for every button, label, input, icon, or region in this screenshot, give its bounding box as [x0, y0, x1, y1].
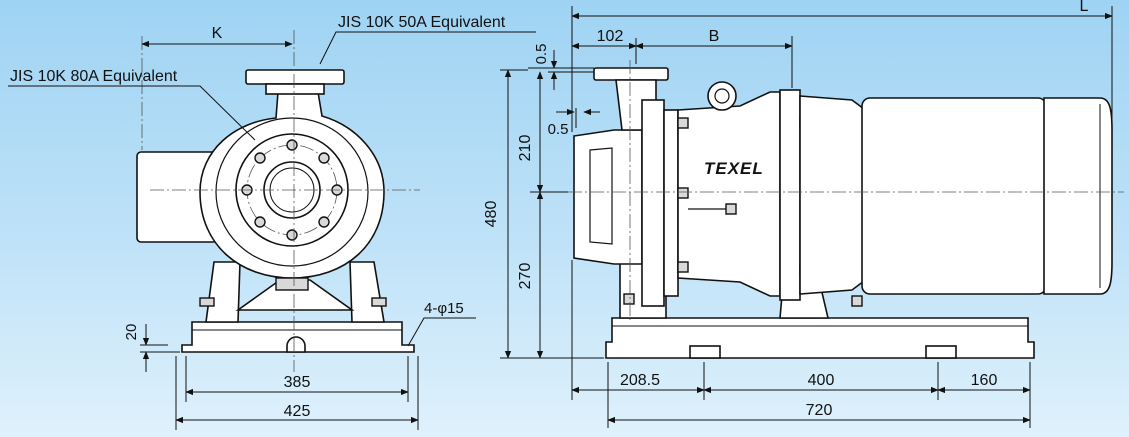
dim-base-height-label: 20 — [123, 324, 140, 341]
dim-bolt-holes-label: 4-φ15 — [424, 300, 464, 317]
discharge-flange-callout: JIS 10K 50A Equivalent — [338, 14, 506, 31]
dim-base-span-label: 400 — [808, 372, 835, 389]
side-view: TEXEL — [568, 60, 1124, 359]
side-view-dimensions: L 102 B 0.5 0.5 480 210 270 — [483, 0, 1113, 428]
side-base-plate — [605, 317, 1035, 359]
dim-rear-overhang-label: 160 — [971, 372, 998, 389]
front-discharge-flange — [245, 69, 345, 85]
dim-k-label: K — [212, 25, 223, 42]
suction-flange-callout: JIS 10K 80A Equivalent — [10, 68, 178, 85]
front-view-dimensions: K JIS 10K 50A Equivalent JIS 10K 80A Equ… — [8, 14, 536, 430]
side-discharge-flange — [593, 67, 669, 81]
dim-total-length-label: L — [1080, 0, 1089, 15]
front-left-leg — [205, 261, 241, 323]
dim-face-gap-label: 0.5 — [548, 121, 569, 138]
side-lifting-eye — [707, 81, 737, 111]
brand-mark: TEXEL — [704, 159, 764, 178]
dim-lower-height-label: 270 — [517, 263, 534, 290]
dim-flange-offset-label: 102 — [597, 28, 624, 45]
front-right-leg — [349, 261, 385, 323]
front-flange-bolts — [241, 139, 343, 241]
dim-front-overhang-label: 208.5 — [620, 372, 660, 389]
front-view — [136, 30, 420, 372]
dim-base-width-label: 425 — [284, 403, 311, 420]
side-bearing-frame — [677, 91, 781, 297]
dim-base-length-label: 720 — [806, 402, 833, 419]
side-motor-body — [861, 97, 1047, 295]
dim-top-gap-label: 0.5 — [533, 44, 550, 65]
side-motor-end-cap — [1043, 97, 1113, 295]
dim-upper-height-label: 210 — [517, 135, 534, 162]
dim-bolt-span-label: 385 — [284, 374, 311, 391]
side-frame-bolts — [677, 117, 737, 273]
side-motor-flange — [779, 89, 801, 301]
dim-b-label: B — [709, 28, 720, 45]
dim-total-height-label: 480 — [483, 201, 500, 228]
front-base-notch — [286, 336, 306, 353]
